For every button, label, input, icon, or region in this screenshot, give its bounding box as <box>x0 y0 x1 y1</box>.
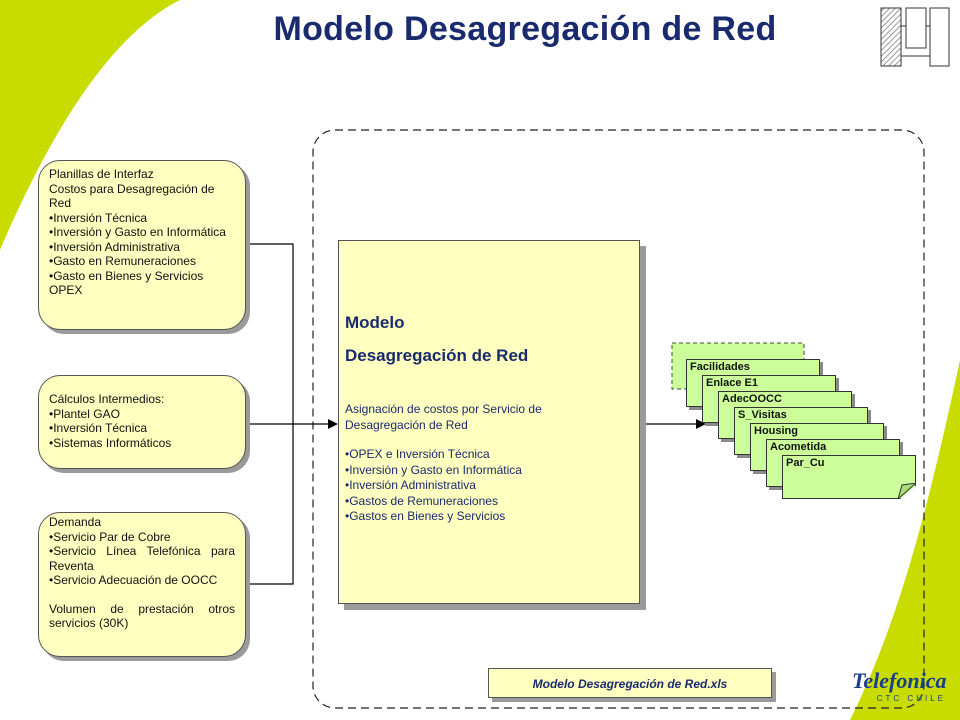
planillas-bullet: Inversión Técnica <box>49 211 235 226</box>
model-bullet: Gastos de Remuneraciones <box>345 494 625 510</box>
sheet-fold-corner <box>898 483 916 499</box>
model-bullet: Inversión Administrativa <box>345 478 625 494</box>
model-bullet: Inversión y Gasto en Informática <box>345 463 625 479</box>
model-bullet: OPEX e Inversión Técnica <box>345 447 625 463</box>
planillas-bullet: Gasto en Bienes y Servicios OPEX <box>49 269 235 298</box>
demanda-line-1: Demanda <box>49 515 102 529</box>
planillas-line-2: Costos para Desagregación de Red <box>49 181 215 211</box>
input-box-planillas: Planillas de Interfaz Costos para Desagr… <box>38 160 246 330</box>
calculos-line-1: Cálculos Intermedios: <box>49 392 165 406</box>
sheet-par-cu: Par_Cu <box>782 455 916 499</box>
logo-sub: CTC CHILE <box>876 694 946 703</box>
model-title-1: Modelo <box>345 313 405 332</box>
demanda-bullet: Servicio Par de Cobre <box>49 530 235 545</box>
model-bullet: Gastos en Bienes y Servicios <box>345 509 625 525</box>
input-box-calculos: Cálculos Intermedios: Plantel GAO Invers… <box>38 375 246 469</box>
calculos-bullet: Plantel GAO <box>49 407 235 422</box>
planillas-line-1: Planillas de Interfaz <box>49 167 154 181</box>
planillas-bullet: Inversión Administrativa <box>49 240 235 255</box>
documents-thumbnail-icon <box>880 7 950 67</box>
model-box <box>338 240 640 604</box>
demanda-footer: Volumen de prestación otros servicios (3… <box>49 601 235 631</box>
model-title-2: Desagregación de Red <box>345 346 529 365</box>
demanda-bullet: Servicio Adecuación de OOCC <box>49 573 235 588</box>
demanda-bullet: Servicio Línea Telefónica para Reventa <box>49 544 235 573</box>
page-title: Modelo Desagregación de Red <box>273 10 777 48</box>
logo-brand: Telefonica <box>852 668 947 693</box>
model-body: Asignación de costos por Servicio de Des… <box>345 402 625 525</box>
file-label: Modelo Desagregación de Red.xls <box>488 668 772 698</box>
calculos-bullet: Sistemas Informáticos <box>49 436 235 451</box>
model-subtitle: Asignación de costos por Servicio de Des… <box>345 402 542 432</box>
telefonica-logo: Telefonica CTC CHILE <box>852 668 952 712</box>
calculos-bullet: Inversión Técnica <box>49 421 235 436</box>
planillas-bullet: Gasto en Remuneraciones <box>49 254 235 269</box>
planillas-bullet: Inversión y Gasto en Informática <box>49 225 235 240</box>
input-box-demanda: Demanda Servicio Par de Cobre Servicio L… <box>38 512 246 657</box>
